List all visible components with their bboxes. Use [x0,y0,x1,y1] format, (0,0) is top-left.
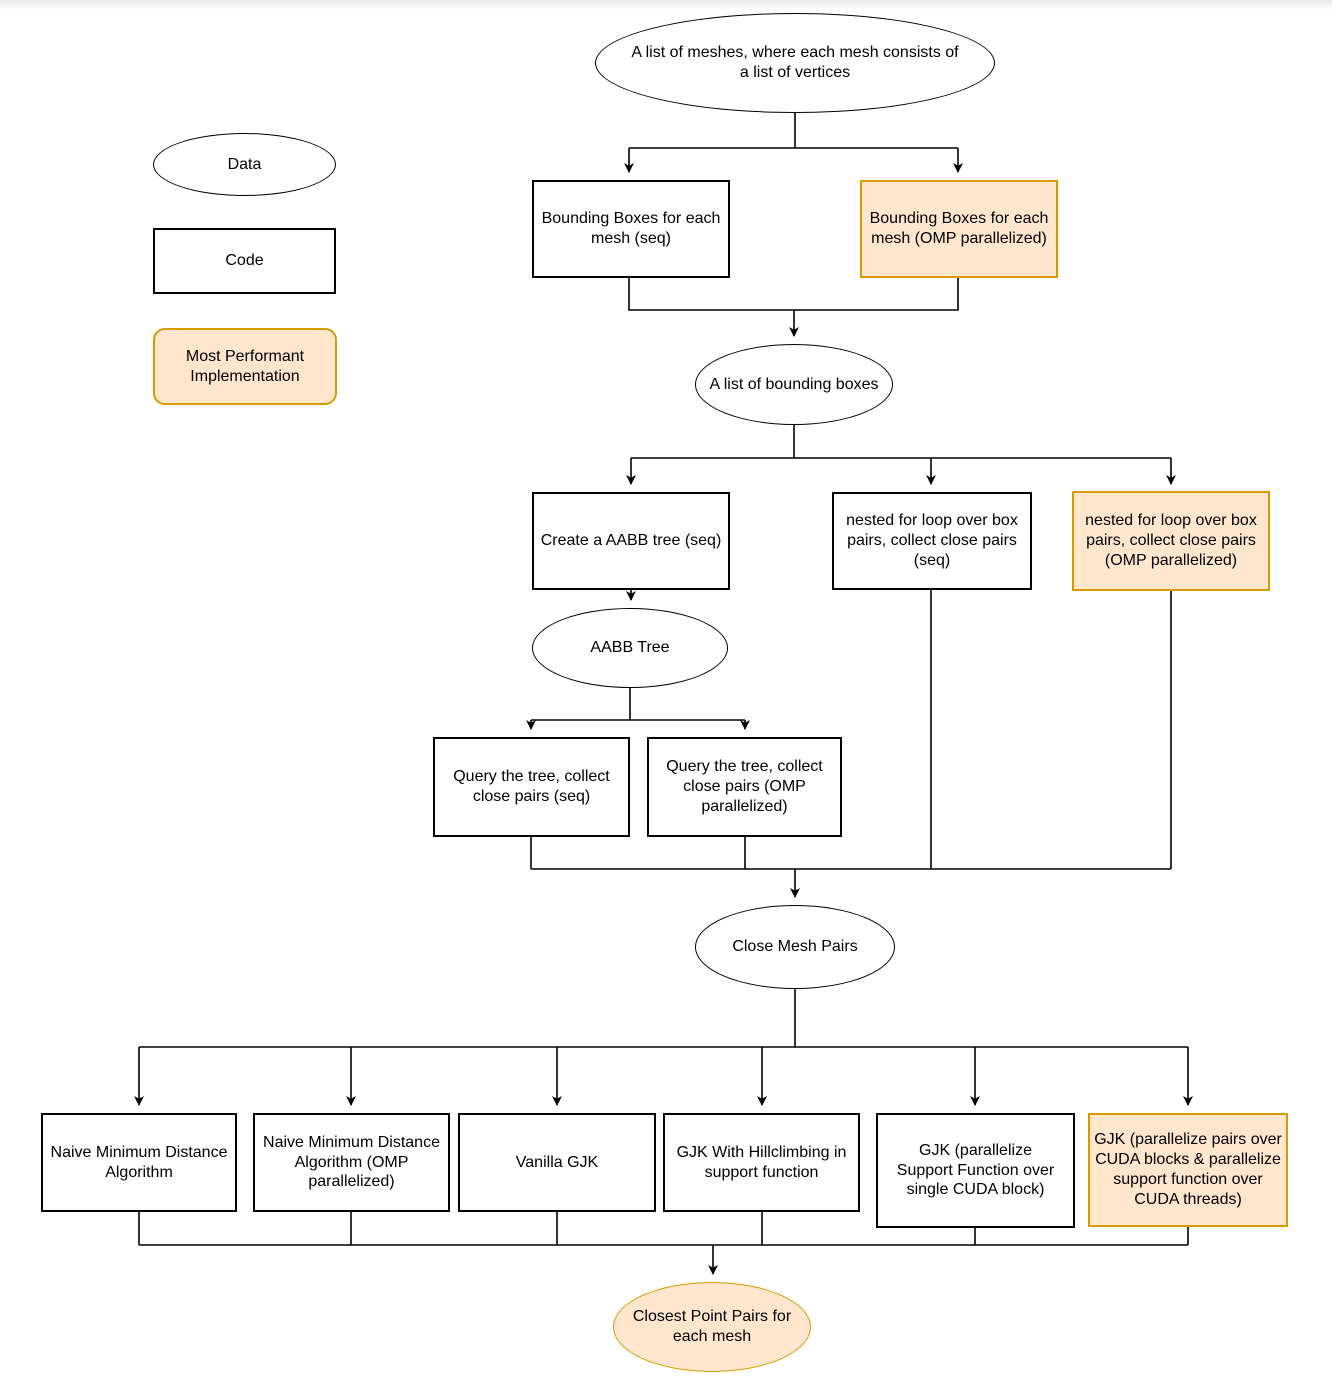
query-tree-omp-label: Query the tree, collect close pairs (OMP… [666,758,823,815]
window-edge-shadow [0,0,1332,10]
legend-code-label: Code [225,252,264,270]
gjk-hillclimbing-label: GJK With Hillclimbing in support functio… [676,1143,847,1181]
code-node-gjk-cuda-full: GJK (parallelize pairs over CUDA blocks … [1088,1113,1288,1227]
code-node-gjk-hillclimbing: GJK With Hillclimbing in support functio… [663,1113,860,1212]
bounding-boxes-omp-label: Bounding Boxes for each mesh (OMP parall… [869,210,1049,247]
data-node-mesh-list: A list of meshes, where each mesh consis… [595,13,995,113]
data-node-closest-point-pairs: Closest Point Pairs for each mesh [613,1282,811,1372]
query-tree-seq-label: Query the tree, collect close pairs (seq… [453,768,610,805]
code-node-naive-min-distance: Naive Minimum Distance Algorithm [41,1113,237,1212]
code-node-gjk-cuda-block: GJK (parallelize Support Function over s… [876,1113,1075,1228]
legend-data-ellipse: Data [153,133,336,196]
legend-code-box: Code [153,228,336,294]
code-node-naive-min-distance-omp: Naive Minimum Distance Algorithm (OMP pa… [253,1113,450,1212]
legend-performant-box: Most Performant Implementation [153,328,337,405]
data-node-aabb-tree: AABB Tree [532,608,728,688]
vanilla-gjk-label: Vanilla GJK [515,1153,599,1171]
bbox-list-label: A list of bounding boxes [709,375,879,393]
code-node-query-tree-seq: Query the tree, collect close pairs (seq… [433,737,630,837]
bounding-boxes-seq-label: Bounding Boxes for each mesh (seq) [541,210,721,247]
gjk-cuda-block-label: GJK (parallelize Support Function over s… [896,1141,1055,1199]
nested-loop-seq-label: nested for loop over box pairs, collect … [846,512,1018,569]
code-node-nested-loop-seq: nested for loop over box pairs, collect … [832,492,1032,590]
gjk-cuda-full-label: GJK (parallelize pairs over CUDA blocks … [1094,1131,1282,1208]
nested-loop-omp-label: nested for loop over box pairs, collect … [1085,512,1257,569]
naive-min-distance-omp-label: Naive Minimum Distance Algorithm (OMP pa… [263,1133,440,1191]
close-mesh-pairs-label: Close Mesh Pairs [732,938,858,956]
data-node-close-mesh-pairs: Close Mesh Pairs [695,905,895,989]
code-node-nested-loop-omp: nested for loop over box pairs, collect … [1072,491,1270,591]
legend-data-label: Data [227,155,262,173]
mesh-list-label: A list of meshes, where each mesh consis… [631,44,959,81]
naive-min-distance-label: Naive Minimum Distance Algorithm [50,1143,228,1181]
create-aabb-tree-label: Create a AABB tree (seq) [540,532,722,550]
aabb-tree-label: AABB Tree [590,639,670,657]
code-node-bounding-boxes-omp: Bounding Boxes for each mesh (OMP parall… [860,180,1058,278]
code-node-bounding-boxes-seq: Bounding Boxes for each mesh (seq) [532,180,730,278]
data-node-bbox-list: A list of bounding boxes [695,344,893,425]
closest-point-pairs-label: Closest Point Pairs for each mesh [632,1308,792,1345]
code-node-create-aabb-tree: Create a AABB tree (seq) [532,492,730,590]
code-node-vanilla-gjk: Vanilla GJK [458,1113,656,1212]
code-node-query-tree-omp: Query the tree, collect close pairs (OMP… [647,737,842,837]
legend-performant-label: Most Performant Implementation [185,347,305,385]
